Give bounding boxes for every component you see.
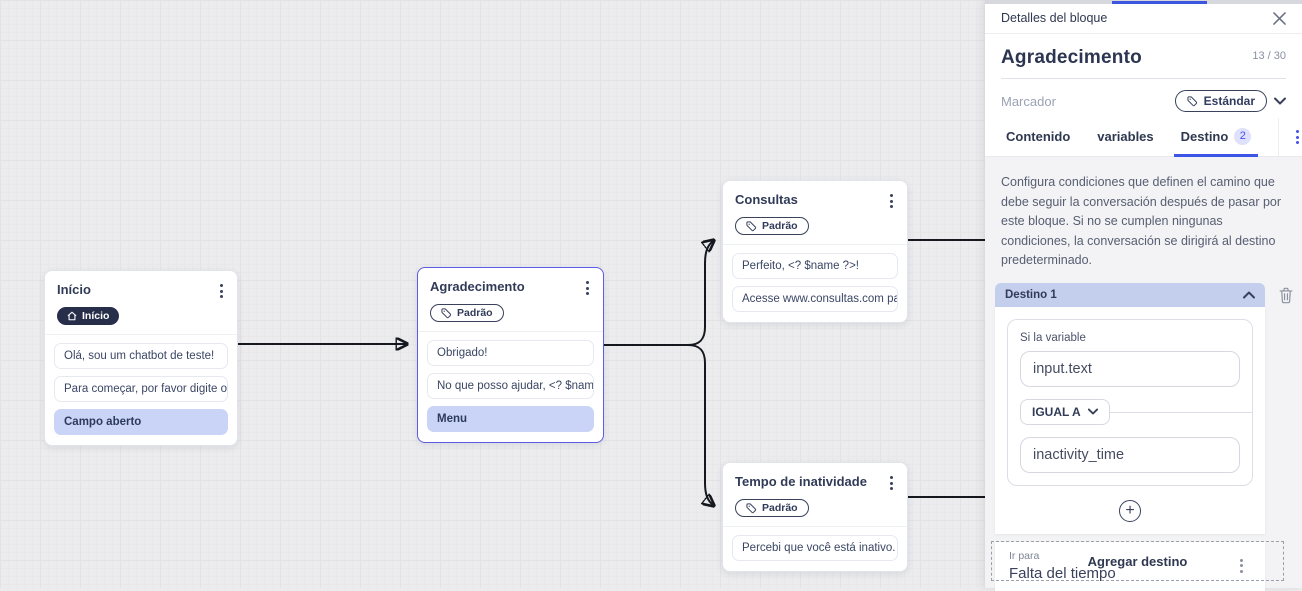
- char-counter: 13 / 30: [1252, 50, 1286, 62]
- marker-field[interactable]: Marcador: [1001, 93, 1056, 109]
- block-name-input[interactable]: Agradecimento: [1001, 47, 1142, 68]
- node-title: Início: [57, 282, 91, 297]
- message-row[interactable]: Olá, sou um chatbot de teste!: [54, 343, 228, 369]
- add-destination-button[interactable]: Agregar destino: [991, 541, 1284, 581]
- kebab-menu-icon[interactable]: [1278, 118, 1302, 156]
- marker-value-pill[interactable]: Estándar: [1174, 90, 1267, 112]
- message-row[interactable]: Para começar, por favor digite o ...: [54, 376, 228, 402]
- destination-card: Destino 1 Si la variable input.text IGUA…: [995, 282, 1265, 534]
- tag-icon: [1187, 95, 1197, 106]
- destino-count-badge: 2: [1234, 128, 1252, 145]
- node-type-badge: Início: [57, 307, 120, 325]
- goto-value: Falta del tiempo: [1009, 564, 1116, 582]
- kebab-menu-icon[interactable]: [584, 279, 591, 297]
- clipped-top-tabs: [985, 0, 1302, 4]
- chevron-down-icon[interactable]: [1274, 97, 1286, 105]
- flow-node-consultas[interactable]: Consultas Padrão Perfeito, <? $name ?>! …: [722, 180, 908, 323]
- message-row[interactable]: Obrigado!: [427, 340, 594, 366]
- flow-node-inicio[interactable]: Início Início Olá, sou um chatbot de tes…: [44, 270, 238, 446]
- kebab-menu-icon[interactable]: [1238, 557, 1245, 575]
- goto-destination-bar[interactable]: Ir para Falta del tiempo: [995, 541, 1265, 591]
- node-type-badge: Padrão: [735, 499, 809, 517]
- kebab-menu-icon[interactable]: [888, 192, 895, 210]
- chevron-up-icon[interactable]: [1243, 291, 1255, 299]
- kebab-menu-icon[interactable]: [888, 474, 895, 492]
- destino-description: Configura condiciones que definen el cam…: [1001, 175, 1282, 267]
- variable-input[interactable]: input.text: [1020, 350, 1240, 387]
- menu-row[interactable]: Menu: [427, 406, 594, 432]
- message-row[interactable]: Acesse www.consultas.com par...: [732, 286, 898, 312]
- node-type-badge: Padrão: [430, 304, 504, 322]
- edge-agradecimento-to-tempo[interactable]: [687, 344, 713, 505]
- home-icon: [67, 311, 77, 321]
- node-type-badge: Padrão: [735, 217, 809, 235]
- message-row[interactable]: No que posso ajudar, <? $name ...: [427, 373, 594, 399]
- destination-header[interactable]: Destino 1: [995, 282, 1265, 307]
- node-title: Agradecimento: [430, 279, 525, 294]
- title-underline: [1001, 78, 1286, 79]
- close-icon[interactable]: [1273, 11, 1286, 25]
- flow-edges: [237, 0, 985, 588]
- kebab-menu-icon[interactable]: [218, 282, 225, 300]
- tag-icon: [746, 502, 757, 513]
- tab-variables[interactable]: variables: [1097, 129, 1154, 144]
- flow-node-tempo-inatividade[interactable]: Tempo de inatividade Padrão Percebi que …: [722, 462, 908, 572]
- tab-destino[interactable]: Destino 2: [1173, 118, 1258, 157]
- chevron-down-icon: [1087, 408, 1098, 415]
- compare-value-input[interactable]: inactivity_time: [1020, 436, 1240, 473]
- add-condition-button[interactable]: +: [1119, 499, 1141, 522]
- condition-label: Si la variable: [1020, 331, 1086, 344]
- goto-label: Ir para: [1009, 549, 1040, 562]
- tag-icon: [746, 220, 757, 231]
- edge-agradecimento-to-consultas[interactable]: [603, 241, 713, 346]
- node-title: Consultas: [735, 192, 798, 207]
- trash-icon[interactable]: [1278, 287, 1294, 304]
- open-field-row[interactable]: Campo aberto: [54, 409, 228, 435]
- tab-contenido[interactable]: Contenido: [1006, 129, 1071, 144]
- operator-select[interactable]: IGUAL A: [1020, 398, 1110, 425]
- message-row[interactable]: Perfeito, <? $name ?>!: [732, 253, 898, 279]
- node-title: Tempo de inatividade: [735, 474, 867, 489]
- panel-title: Detalles del bloque: [1001, 11, 1108, 25]
- condition-box: Si la variable input.text IGUAL A inacti…: [1007, 318, 1253, 486]
- flow-node-agradecimento[interactable]: Agradecimento Padrão Obrigado! No que po…: [417, 267, 604, 443]
- message-row[interactable]: Percebi que você está inativo. C...: [732, 535, 898, 561]
- block-details-panel: Detalles del bloque Agradecimento 13 / 3…: [985, 0, 1302, 591]
- tag-icon: [441, 307, 452, 318]
